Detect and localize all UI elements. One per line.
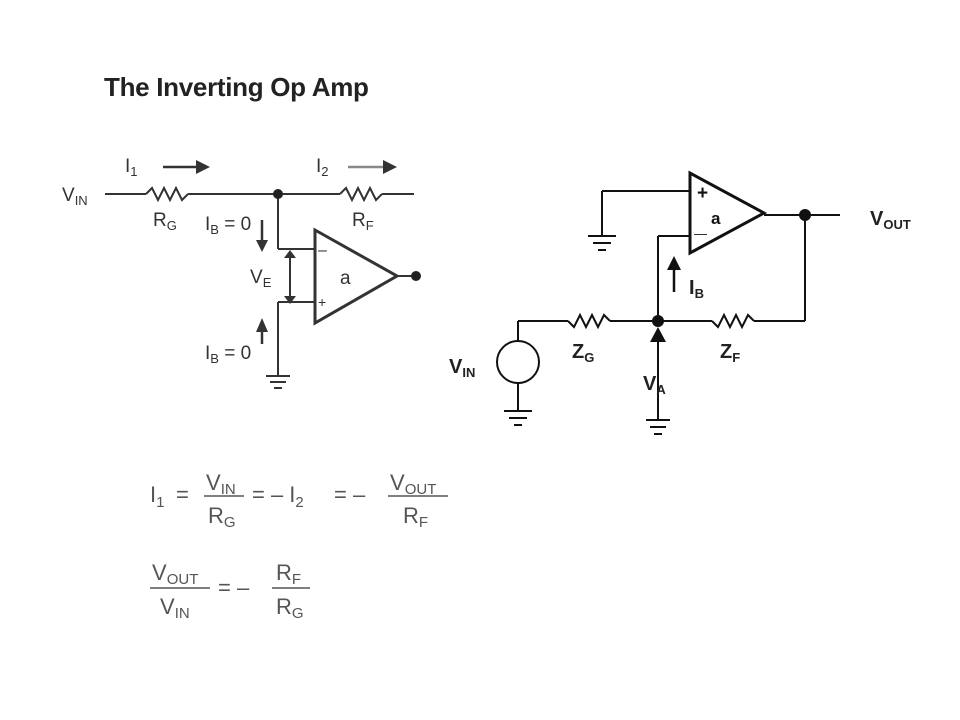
zg-resistor [567,312,611,330]
left-output-dot [411,271,421,281]
left-plus-sign: + [318,294,326,310]
ve-label: VE [250,267,272,290]
right-opamp [688,170,768,256]
right-output-dot [799,209,811,221]
zf-resistor [711,312,755,330]
left-opamp [313,227,401,326]
i2-label: I2 [316,156,329,179]
ib-bottom-arrow [256,318,268,332]
page-title: The Inverting Op Amp [104,72,369,102]
right-vin-label: VIN [449,356,475,380]
eq1-eq2: = – [334,482,366,507]
right-circuit [496,170,840,435]
eq1-lhs: I1 [150,482,164,511]
right-ib-label: IB [689,277,704,301]
rf-label: RF [352,210,374,233]
eq2-f2-num: RF [276,560,301,588]
left-minus-sign: – [318,242,327,259]
right-opamp-label: a [711,209,721,228]
eq1-equals: = [176,482,189,507]
va-label: VA [643,373,666,397]
ib-top-label: IB = 0 [205,214,251,237]
eq1-f2-num: VOUT [390,470,436,498]
eq2-f2-den: RG [276,594,304,622]
va-arrow [650,327,666,342]
i2-arrow [383,160,397,174]
eq1-f2-den: RF [403,503,428,531]
right-ib-arrow [667,256,681,270]
ib-top-arrow [256,240,268,252]
i1-label: I1 [125,156,138,179]
eq1-mid: = – I2 [252,482,304,511]
eq2-f1-num: VOUT [152,560,198,588]
equation-1: I1 = VIN RG = – I2 = – VOUT RF [150,470,448,531]
eq2-eq: = – [218,575,250,600]
eq1-f1-den: RG [208,503,236,531]
i1-arrow [196,160,210,174]
right-node-dot [652,315,664,327]
zf-label: ZF [720,341,740,365]
ib-bottom-label: IB = 0 [205,343,251,366]
left-circuit [105,185,414,389]
eq2-f1-den: VIN [160,594,190,622]
zg-label: ZG [572,341,594,365]
ve-arrow-down [284,296,296,304]
vin-source [496,340,540,384]
right-minus-sign: — [694,226,707,241]
rg-label: RG [153,210,177,233]
left-opamp-label: a [340,268,351,289]
vout-label: VOUT [870,208,911,232]
rf-resistor [339,185,383,203]
rg-resistor [145,185,189,203]
left-node-dot [273,189,283,199]
equation-2: VOUT VIN = – RF RG [150,560,310,622]
left-vin-label: VIN [62,185,88,208]
ve-arrow-up [284,250,296,258]
right-plus-sign: + [697,183,708,204]
eq1-f1-num: VIN [206,470,236,498]
